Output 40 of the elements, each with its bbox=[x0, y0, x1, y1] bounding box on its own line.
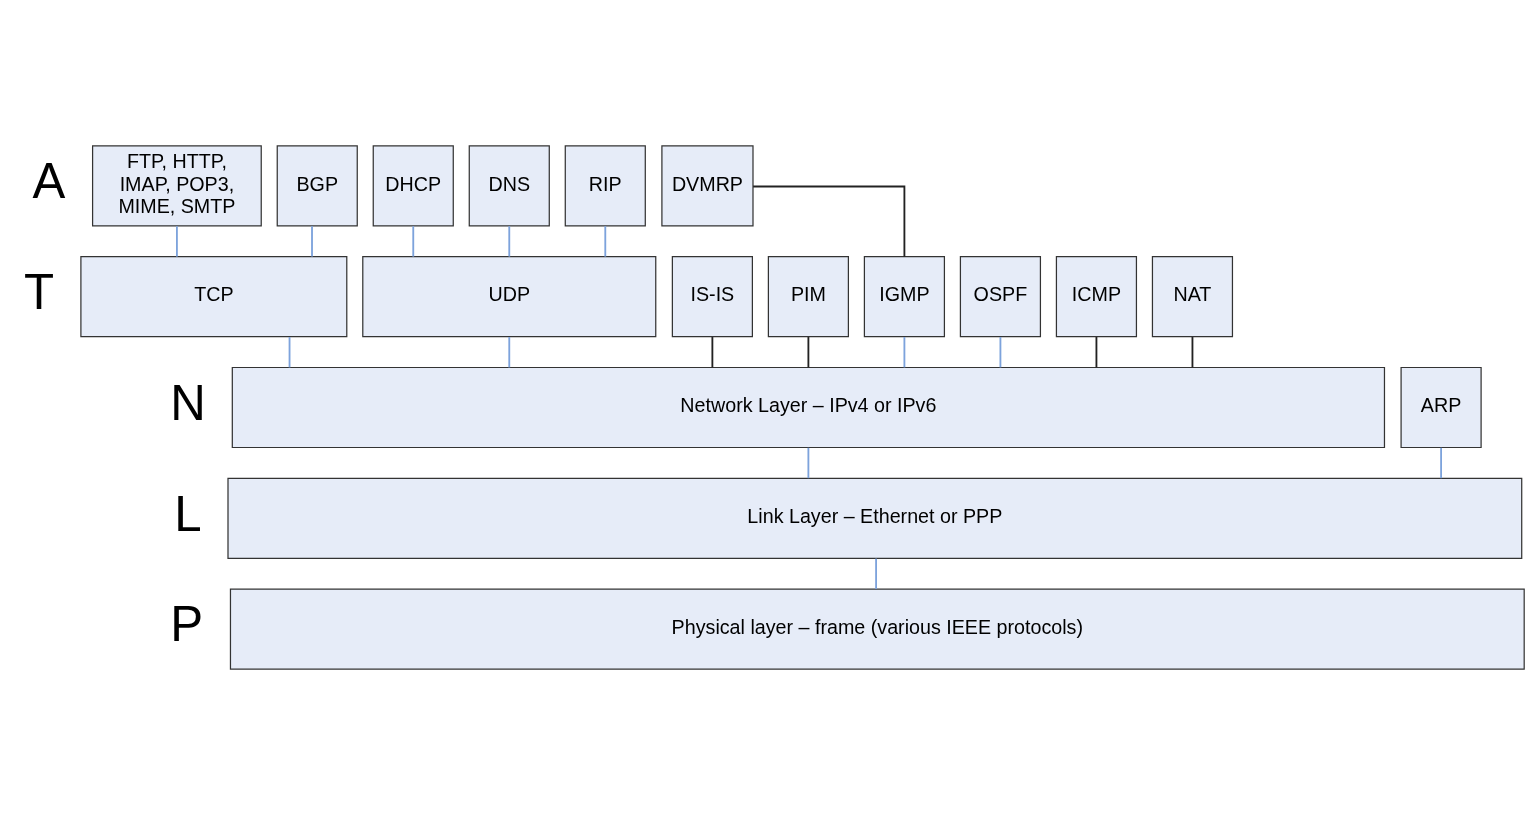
label: P bbox=[170, 596, 204, 652]
connector bbox=[1191, 336, 1194, 369]
connector bbox=[875, 557, 877, 590]
node-box: ARP bbox=[1400, 366, 1482, 449]
node-box: UDP bbox=[362, 256, 657, 338]
label: N bbox=[170, 374, 206, 430]
node-box: PIM bbox=[767, 256, 849, 338]
connector bbox=[508, 225, 511, 258]
connector bbox=[1440, 446, 1443, 480]
connector bbox=[711, 336, 714, 369]
node-box: IGMP bbox=[863, 256, 946, 338]
node-box: ICMP bbox=[1055, 256, 1138, 338]
node-box: Physical layer – frame (various IEEE protocols) bbox=[229, 588, 1525, 670]
node-box: FTP, HTTP, IMAP, POP3, MIME, SMTP bbox=[91, 145, 262, 227]
node-box: IS-IS bbox=[671, 256, 753, 338]
node-box: BGP bbox=[276, 145, 358, 227]
node-box: NAT bbox=[1151, 256, 1234, 338]
connector bbox=[807, 446, 810, 480]
node-box: Link Layer – Ethernet or PPP bbox=[227, 477, 1523, 559]
label: T bbox=[24, 264, 55, 320]
connector bbox=[604, 225, 607, 258]
node-box: RIP bbox=[564, 145, 646, 227]
connector bbox=[412, 225, 415, 258]
connector bbox=[807, 336, 810, 369]
node-box: DNS bbox=[468, 145, 550, 227]
connector bbox=[288, 336, 291, 369]
label: L bbox=[174, 485, 202, 541]
node-box: Network Layer – IPv4 or IPv6 bbox=[231, 366, 1386, 449]
node-box: DVMRP bbox=[661, 145, 754, 227]
node-box: DHCP bbox=[372, 145, 454, 227]
label: A bbox=[32, 153, 66, 209]
node-box: TCP bbox=[80, 256, 348, 338]
connector bbox=[508, 336, 511, 369]
connector bbox=[752, 185, 906, 258]
node-box: OSPF bbox=[959, 256, 1042, 338]
connector bbox=[176, 225, 178, 258]
connector bbox=[311, 225, 313, 258]
connector bbox=[1095, 336, 1098, 369]
connector bbox=[999, 336, 1002, 369]
connector bbox=[903, 336, 906, 369]
